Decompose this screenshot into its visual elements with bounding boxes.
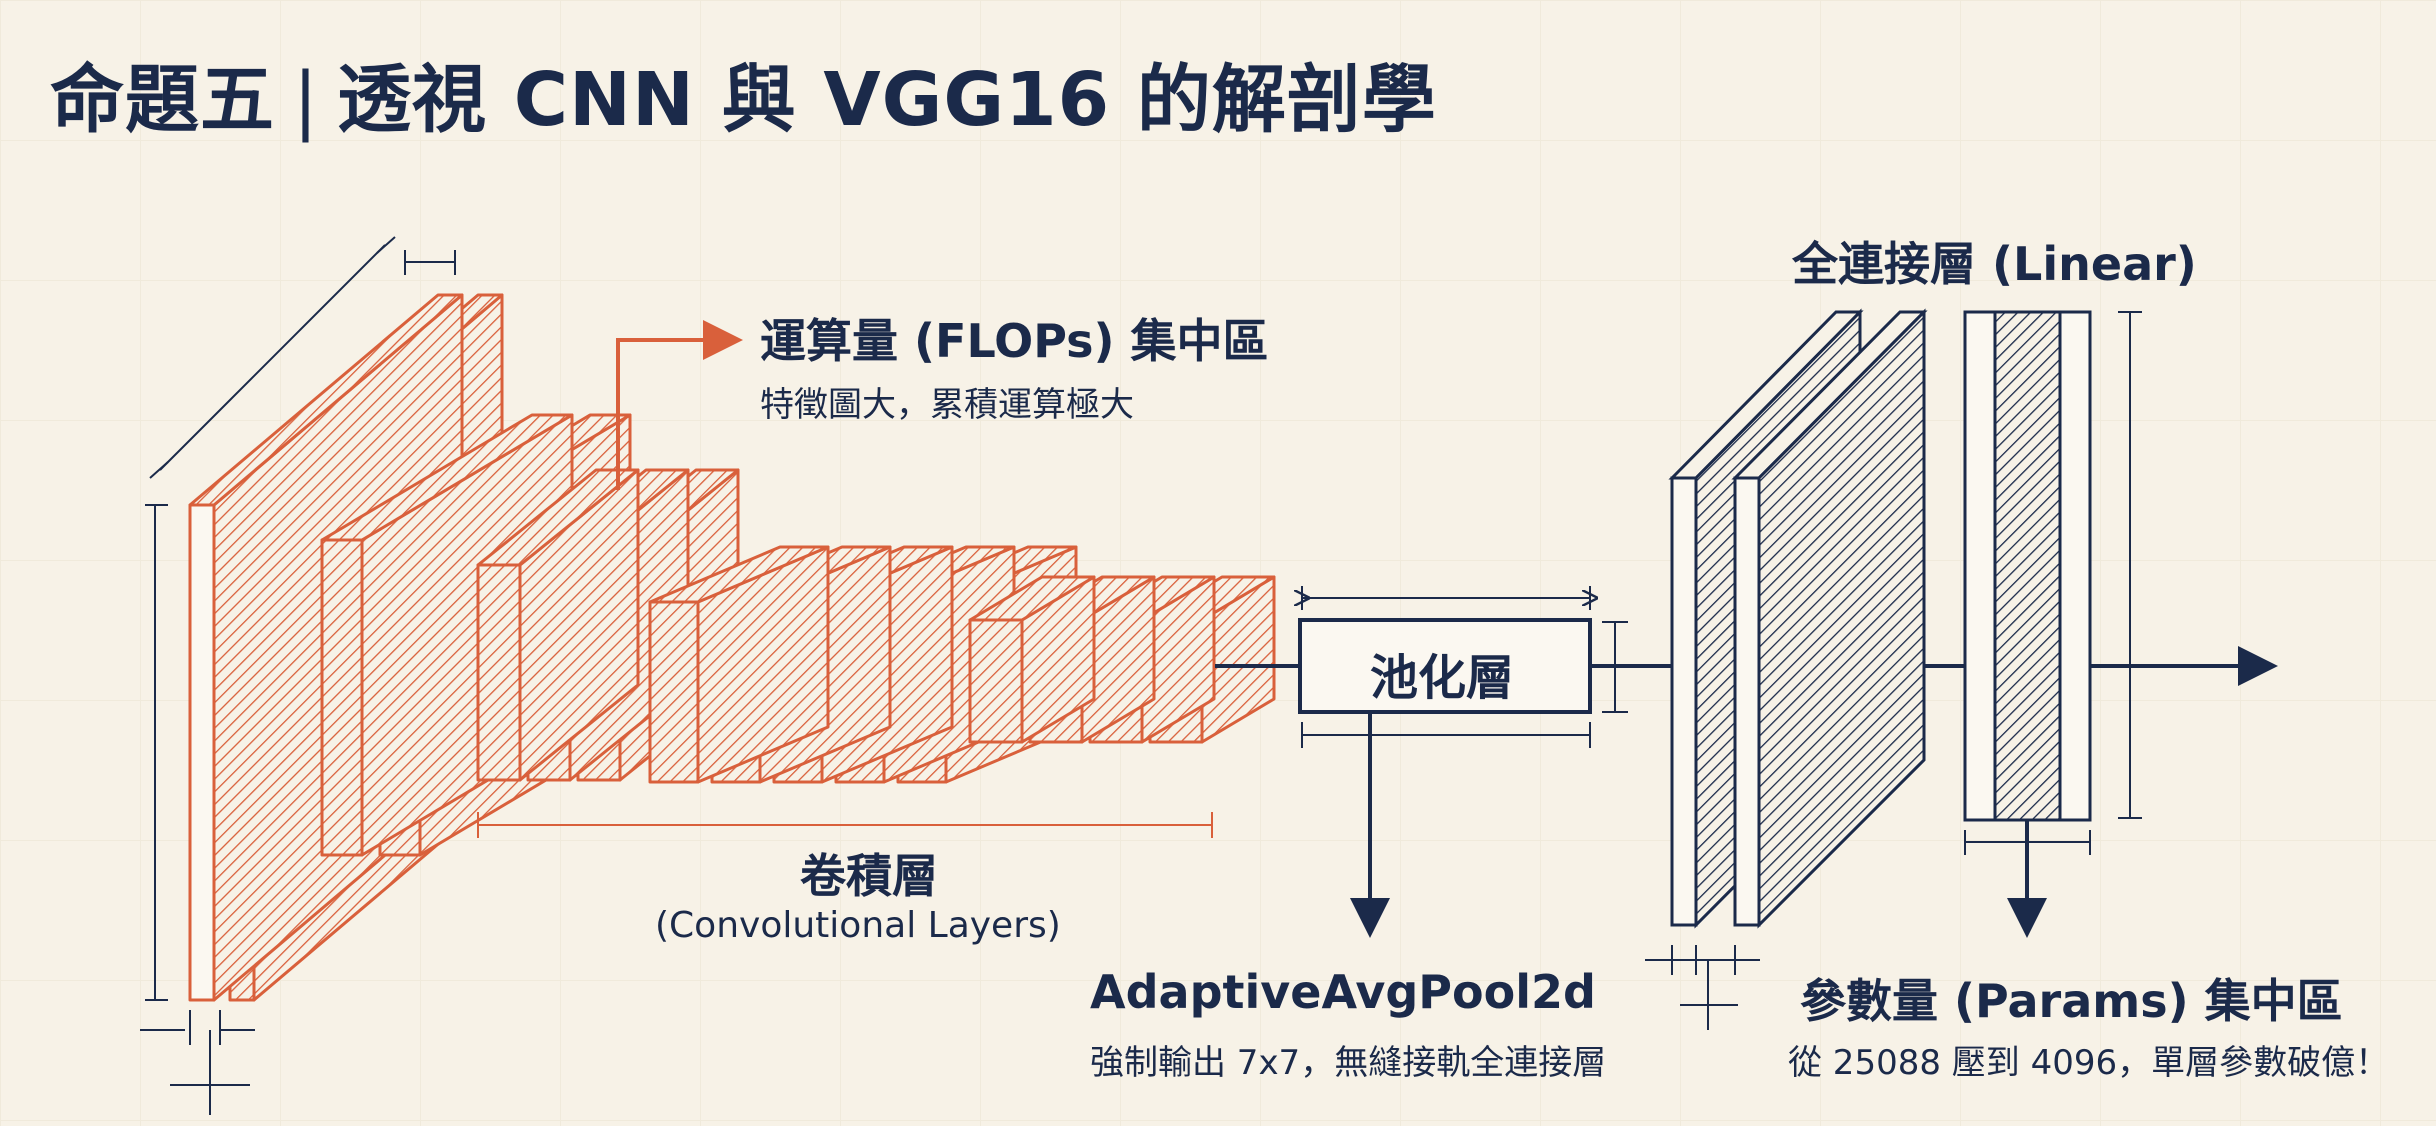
conv-span-line <box>477 812 1213 838</box>
title-part1: 命題五 <box>50 57 275 143</box>
fc-slanted-panels <box>1668 308 1928 929</box>
pool-name: AdaptiveAvgPool2d <box>1090 965 1596 1019</box>
conv-layers-stack <box>188 293 1276 1002</box>
conv-block-face <box>648 600 700 784</box>
fc-slanted-dimension <box>1645 945 1760 1030</box>
conv-layers-title: 卷積層 <box>800 849 938 903</box>
fc-flat-panel <box>1963 310 2092 822</box>
title-part2: 透視 CNN 與 VGG16 的解剖學 <box>336 57 1437 143</box>
pool-box-label: 池化層 <box>1370 650 1515 706</box>
conv-block-face <box>968 618 1024 744</box>
conv-layers-subtitle: (Convolutional Layers) <box>655 905 1061 946</box>
conv-block-face <box>188 503 216 1002</box>
flops-subtitle: 特徵圖大，累積運算極大 <box>760 385 1134 425</box>
conv-block-face <box>320 538 364 857</box>
params-title: 參數量 (Params) 集中區 <box>1800 974 2343 1028</box>
pool-dimension-lines <box>1302 586 1628 748</box>
flops-title: 運算量 (FLOPs) 集中區 <box>760 314 1269 368</box>
pool-box <box>1298 618 1592 714</box>
conv-dimension-lines <box>140 236 456 1115</box>
pool-description: 強制輸出 7x7，無縫接軌全連接層 <box>1090 1043 1607 1083</box>
params-description: 從 25088 壓到 4096，單層參數破億！ <box>1788 1043 2390 1083</box>
linear-title: 全連接層 (Linear) <box>1792 237 2197 291</box>
flops-arrow <box>616 320 743 490</box>
title-separator: | <box>293 57 319 143</box>
page-title: 命題五|透視 CNN 與 VGG16 的解剖學 <box>50 40 1437 147</box>
conv-block-face <box>476 563 522 782</box>
